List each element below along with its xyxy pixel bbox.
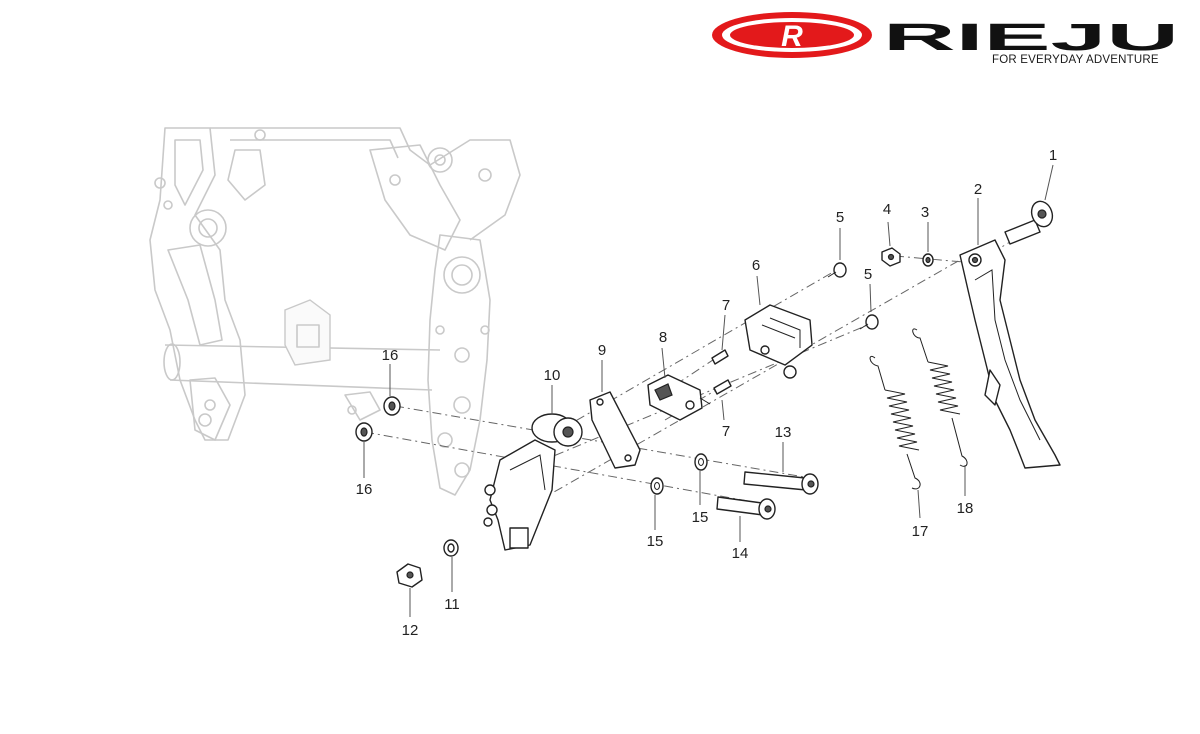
rieju-logo: R RIEJU	[712, 12, 1179, 59]
part-5-bolt-lower	[859, 314, 879, 330]
callout-15-left: 15	[647, 533, 664, 550]
callout-7-lower: 7	[722, 423, 730, 440]
part-17-spring	[869, 355, 921, 490]
part-12-nut	[396, 563, 423, 588]
part-3-washer	[922, 253, 934, 267]
part-13-long-bolt	[743, 471, 819, 495]
callout-5-lower: 5	[864, 266, 872, 283]
callout-2: 2	[974, 181, 982, 198]
part-1-pivot-bolt	[1004, 200, 1054, 245]
callout-9: 9	[598, 342, 606, 359]
callout-15-right: 15	[692, 509, 709, 526]
callout-12: 12	[402, 622, 419, 639]
logo-wordmark: RIEJU	[883, 17, 1179, 59]
callout-5-upper: 5	[836, 209, 844, 226]
part-15-washer-b	[694, 453, 708, 471]
part-14-bolt	[716, 496, 776, 520]
part-16-bushing-upper	[383, 396, 401, 416]
part-8-switch	[647, 374, 711, 421]
brand-tagline: FOR EVERYDAY ADVENTURE	[992, 54, 1159, 66]
callout-numbers: 1 2 3 4 5 5 6 7 7 8 9 10 11 12 13 14 15 …	[356, 147, 1058, 639]
callout-16-lower: 16	[356, 481, 373, 498]
part-7-screw-upper	[711, 349, 729, 365]
leader-lines	[363, 164, 1054, 617]
callout-13: 13	[775, 424, 792, 441]
part-4-nut	[881, 247, 901, 267]
callout-1: 1	[1049, 147, 1057, 164]
callout-6: 6	[752, 257, 760, 274]
part-6-switch-housing	[744, 304, 813, 379]
callout-18: 18	[957, 500, 974, 517]
callout-4: 4	[883, 201, 891, 218]
part-5-bolt-upper	[827, 262, 847, 278]
callout-16-upper: 16	[382, 347, 399, 364]
callout-14: 14	[732, 545, 749, 562]
callout-17: 17	[912, 523, 929, 540]
callout-10: 10	[544, 367, 561, 384]
part-9-gasket-plate	[589, 391, 641, 469]
part-16-bushing-lower	[355, 422, 373, 442]
part-11-washer	[443, 539, 459, 557]
part-15-washer-a	[650, 477, 664, 495]
callout-8: 8	[659, 329, 667, 346]
part-10-pivot-bracket	[483, 413, 583, 551]
callout-3: 3	[921, 204, 929, 221]
callout-11: 11	[444, 596, 460, 613]
frame-outline	[149, 127, 521, 496]
logo-letter: R	[781, 20, 803, 53]
logo-emblem-core	[730, 22, 854, 48]
callout-7-upper: 7	[722, 297, 730, 314]
part-2-side-stand	[959, 239, 1061, 469]
part-7-screw-lower	[713, 379, 732, 395]
part-18-spring	[912, 328, 968, 467]
